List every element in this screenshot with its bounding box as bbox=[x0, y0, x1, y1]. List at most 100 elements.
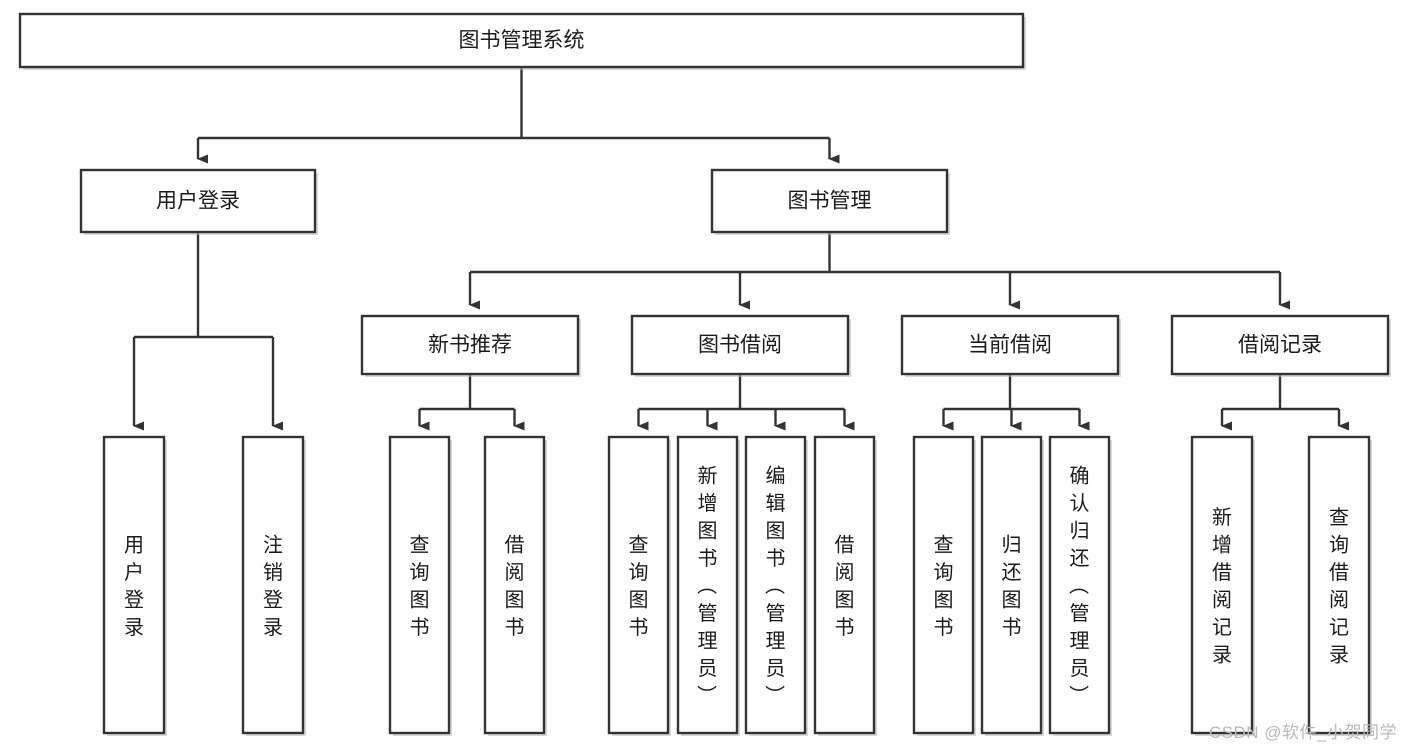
leaf-label-char: 借 bbox=[1212, 561, 1232, 584]
leaf-label-char: 查 bbox=[934, 533, 954, 556]
leaf-label-char: ） bbox=[695, 685, 718, 705]
watermark-text: CSDN @软件_小贺同学 bbox=[1208, 723, 1397, 742]
node-label: 新书推荐 bbox=[428, 334, 512, 357]
leaf-label-char: 图 bbox=[505, 589, 525, 611]
leaf-label-char: 还 bbox=[1002, 561, 1022, 584]
leaf-label-char: 用 bbox=[124, 534, 144, 556]
leaf-label-char: 辑 bbox=[766, 492, 786, 515]
leaf-label-char: 理 bbox=[1070, 631, 1090, 653]
leaf-label-char: 书 bbox=[410, 616, 430, 639]
leaf-label-char: 查 bbox=[629, 533, 649, 556]
leaf-label-char: 归 bbox=[1002, 533, 1022, 556]
leaf-label-char: 书 bbox=[698, 547, 718, 570]
node-borrow-record[interactable]: 借阅记录 bbox=[1170, 314, 1391, 377]
leaf-label-char: 图 bbox=[698, 521, 718, 543]
leaf-label-char: 书 bbox=[934, 616, 954, 639]
leaf-label-char: 询 bbox=[629, 561, 649, 584]
leaf-label-char: 登 bbox=[124, 588, 144, 611]
leaf-label-char: ） bbox=[1067, 685, 1090, 705]
leaf-label-char: （ bbox=[763, 575, 786, 595]
leaf-label-char: 还 bbox=[1070, 547, 1090, 570]
node-label: 借阅记录 bbox=[1238, 334, 1322, 357]
leaf-label-char: 登 bbox=[263, 588, 283, 611]
node-current-borrow[interactable]: 当前借阅 bbox=[900, 314, 1121, 377]
leaf-label-char: 新 bbox=[1212, 506, 1232, 529]
leaf-label-char: 书 bbox=[629, 616, 649, 639]
leaf-label-char: 书 bbox=[505, 616, 525, 639]
leaf-label-char: 图 bbox=[934, 589, 954, 611]
leaf-label-char: 阅 bbox=[835, 561, 855, 584]
leaf-label-char: 管 bbox=[698, 602, 718, 625]
leaf-label-char: 借 bbox=[1329, 561, 1349, 584]
leaf-label-char: 图 bbox=[766, 521, 786, 543]
node-book-management[interactable]: 图书管理 bbox=[710, 168, 950, 235]
leaf-label-char: 询 bbox=[1329, 533, 1349, 556]
leaf-label-char: 图 bbox=[835, 589, 855, 611]
leaf-label-char: 认 bbox=[1070, 492, 1090, 515]
node-root[interactable]: 图书管理系统 bbox=[18, 12, 1026, 70]
leaf-label-char: 员 bbox=[766, 658, 786, 680]
node-label: 图书借阅 bbox=[698, 334, 782, 357]
leaf-label-char: 查 bbox=[410, 533, 430, 556]
node-leaf-user-login[interactable]: 用户登录 bbox=[102, 435, 167, 736]
leaf-label-char: 图 bbox=[1002, 589, 1022, 611]
leaf-label-char: 图 bbox=[410, 589, 430, 611]
node-book-borrow[interactable]: 图书借阅 bbox=[630, 314, 851, 377]
leaf-label-char: 阅 bbox=[505, 561, 525, 584]
leaf-label-char: 图 bbox=[629, 589, 649, 611]
leaf-label-char: 录 bbox=[263, 617, 283, 639]
leaf-label-char: 询 bbox=[410, 561, 430, 584]
leaf-label-char: 书 bbox=[835, 616, 855, 639]
leaf-label-char: 书 bbox=[1002, 616, 1022, 639]
leaf-label-char: 查 bbox=[1329, 506, 1349, 529]
leaf-label-char: 理 bbox=[698, 631, 718, 653]
leaf-label-char: 录 bbox=[124, 617, 144, 639]
node-user-login[interactable]: 用户登录 bbox=[79, 168, 318, 235]
leaf-label-char: 注 bbox=[263, 533, 283, 556]
leaf-label-char: （ bbox=[1067, 575, 1090, 595]
leaf-label-char: 销 bbox=[263, 561, 283, 584]
node-label: 图书管理 bbox=[788, 190, 872, 213]
leaf-label-char: 管 bbox=[766, 602, 786, 625]
edges-layer bbox=[132, 67, 1349, 431]
node-label: 当前借阅 bbox=[968, 334, 1052, 357]
leaf-label-char: 记 bbox=[1212, 616, 1232, 639]
leaf-label-char: 户 bbox=[124, 561, 144, 584]
leaf-label-char: 归 bbox=[1070, 520, 1090, 543]
leaf-label-char: 管 bbox=[1070, 602, 1090, 625]
leaf-label-char: 增 bbox=[698, 492, 718, 515]
leaf-label-char: 增 bbox=[1212, 533, 1232, 556]
node-new-book-recommend[interactable]: 新书推荐 bbox=[360, 314, 581, 377]
nodes-layer: 图书管理系统用户登录图书管理新书推荐图书借阅当前借阅借阅记录用户登录注销登录查询… bbox=[18, 12, 1391, 736]
leaf-label-char: ） bbox=[763, 685, 786, 705]
leaf-label-char: 员 bbox=[1070, 658, 1090, 680]
leaf-label-char: 书 bbox=[766, 547, 786, 570]
leaf-label-char: 新 bbox=[698, 465, 718, 488]
leaf-label-char: 理 bbox=[766, 631, 786, 653]
leaf-label-char: （ bbox=[695, 575, 718, 595]
leaf-label-char: 借 bbox=[505, 533, 525, 556]
node-label: 图书管理系统 bbox=[459, 29, 585, 52]
leaf-label-char: 录 bbox=[1329, 644, 1349, 666]
node-label: 用户登录 bbox=[156, 190, 240, 213]
leaf-label-char: 员 bbox=[698, 658, 718, 680]
leaf-label-char: 确 bbox=[1070, 465, 1090, 488]
leaf-label-char: 借 bbox=[835, 533, 855, 556]
leaf-label-char: 记 bbox=[1329, 616, 1349, 639]
leaf-label-char: 询 bbox=[934, 561, 954, 584]
leaf-label-char: 阅 bbox=[1212, 588, 1232, 611]
